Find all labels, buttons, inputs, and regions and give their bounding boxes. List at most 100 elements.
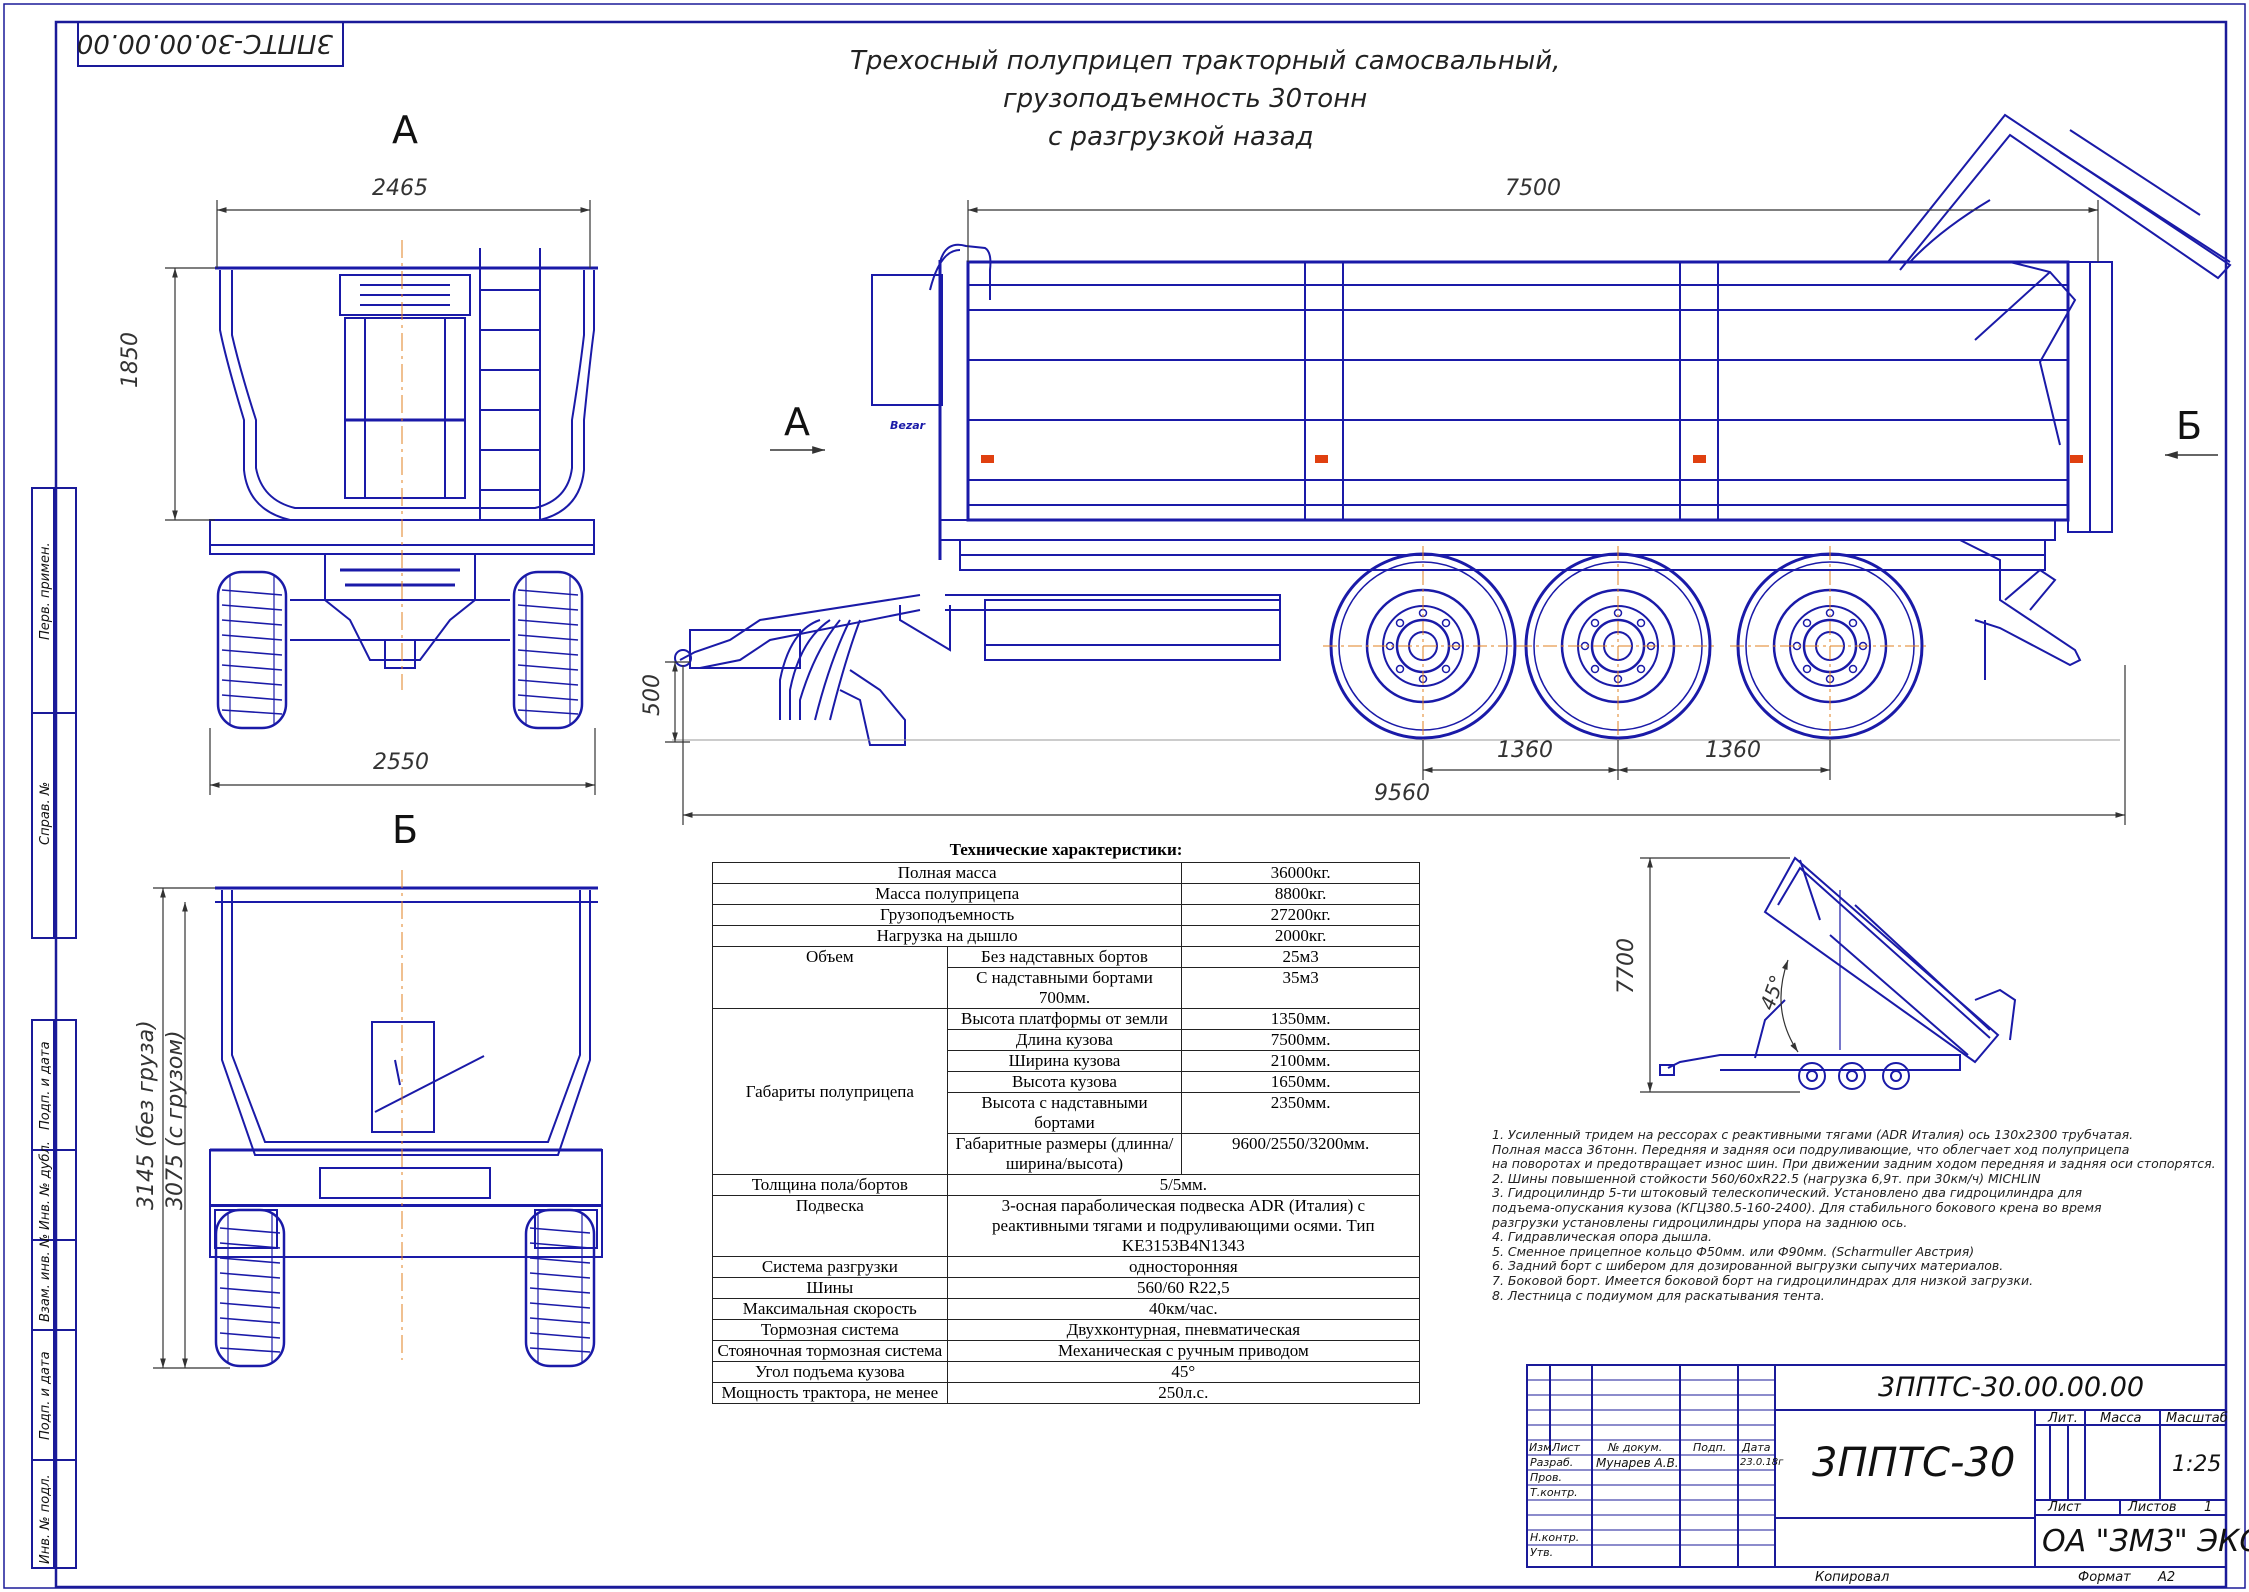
title-block-masshtab: Масштаб [2166, 1411, 2228, 1426]
title-block-lit: Лит. [2048, 1411, 2078, 1426]
dim-side-hitch-height: 500 [640, 674, 665, 716]
side-stamp-inv-dubl: Инв. № дубл. [38, 1141, 53, 1230]
stamp-code: 3ППТС-30.00.00.00 [76, 28, 333, 58]
front-dimensions [165, 200, 596, 795]
side-dimensions [665, 200, 2218, 825]
note-line: подъема-опускания кузова (КГЦ380.5-160-2… [1492, 1199, 2102, 1215]
title-block-name: 3ППТС-30 [1812, 1440, 2016, 1486]
role-utv: Утв. [1530, 1546, 1554, 1559]
note-line: 4. Гидравлическая опора дышла. [1492, 1229, 1712, 1245]
dim-side-length: 7500 [1505, 176, 1561, 201]
title-block-massa: Масса [2100, 1411, 2142, 1426]
side-stamp-podp-data-1: Подп. и дата [38, 1041, 53, 1130]
drawing-title-line-2: грузоподъемность 30тонн [1003, 84, 1368, 114]
inner-frame [54, 20, 2228, 1589]
dim-front-width-bottom: 2550 [373, 750, 429, 775]
section-arrow-b-label: Б [2176, 404, 2203, 448]
spec-table-title: Технические характеристики: [949, 840, 1183, 859]
note-line: 6. Задний борт с шибером для дозированно… [1492, 1258, 2004, 1274]
note-line: 1. Усиленный тридем на рессорах с реакти… [1492, 1127, 2134, 1142]
title-block-podp: Подп. [1693, 1441, 1727, 1454]
note-line: 8. Лестница с подиумом для раскатывания … [1492, 1287, 1825, 1303]
tipping-view [1659, 856, 2017, 1090]
drawing-title-line-1: Трехосный полуприцеп тракторный самосвал… [850, 46, 1561, 76]
dim-front-height: 1850 [118, 332, 143, 388]
side-view [672, 113, 2232, 748]
role-prov: Пров. [1530, 1471, 1562, 1484]
note-line: Полная масса 36тонн. Передняя и задняя о… [1492, 1141, 2130, 1157]
front-view [209, 240, 598, 730]
dim-rear-height-empty: 3145 (без груза) [134, 1020, 159, 1210]
view-label-rear: Б [392, 808, 419, 852]
title-block-kopiroval: Копировал [1815, 1570, 1890, 1585]
role-razrab: Разраб. [1530, 1456, 1574, 1469]
dim-tip-height: 7700 [1614, 938, 1639, 994]
side-stamp-sprav: Справ. № [38, 781, 53, 845]
dim-rear-height-loaded: 3075 (с грузом) [163, 1030, 188, 1210]
title-block-listov-value: 1 [2204, 1500, 2213, 1515]
note-line: 7. Боковой борт. Имеется боковой борт на… [1492, 1272, 2034, 1288]
title-block-format-value: А2 [2158, 1570, 2176, 1585]
role-tkontr: Т.контр. [1530, 1486, 1578, 1499]
note-line: на поворотах и предотвращает износ шин. … [1492, 1156, 2216, 1172]
rear-dimensions [153, 887, 230, 1369]
title-block-code: 3ППТС-30.00.00.00 [1878, 1372, 2145, 1403]
side-stamp-columns [31, 487, 77, 1569]
dim-front-width-top: 2465 [372, 176, 428, 201]
developer-name: Мунарев А.В. [1596, 1456, 1679, 1470]
side-stamp-vzam: Взам. инв. № [38, 1233, 53, 1322]
view-label-front: А [392, 108, 418, 152]
note-line: 5. Сменное прицепное кольцо Ф50мм. или Ф… [1492, 1243, 1975, 1259]
title-block-ndoc: № докум. [1608, 1441, 1663, 1454]
title-block-data: Дата [1742, 1441, 1771, 1454]
role-nkontr: Н.контр. [1530, 1531, 1580, 1544]
title-block-format-label: Формат [2078, 1570, 2131, 1585]
tipping-dimensions [1640, 857, 1800, 1093]
drawing-title-line-3: с разгрузкой назад [1048, 122, 1314, 152]
title-block-listov-label: Листов [2128, 1500, 2177, 1515]
side-lights [981, 455, 2083, 463]
table-row: Габаритные размеры (длинна/ширина/высота… [713, 1133, 1420, 1175]
table-row: С надставными бортами 700мм.35м3 [713, 967, 1420, 1009]
dim-axle-1: 1360 [1497, 738, 1553, 763]
title-block-scale: 1:25 [2172, 1452, 2222, 1477]
note-line: 3. Гидроцилиндр 5-ти штоковый телескопич… [1492, 1185, 2083, 1201]
stamp-code-box [77, 21, 344, 67]
side-stamp-podp-data-2: Подп. и дата [38, 1351, 53, 1440]
title-block-list-label: Лист [2048, 1500, 2081, 1515]
rear-view [209, 870, 603, 1368]
title-block-org: ОА "ЗМЗ" ЭКС.УЧ. [2042, 1524, 2249, 1559]
title-block [1526, 1364, 2227, 1568]
side-stamp-perv-primen: Перв. примен. [38, 542, 53, 640]
dim-side-total: 9560 [1374, 781, 1430, 806]
vehicle-brand: Bezar [890, 419, 926, 432]
title-block-list: Лист [1552, 1441, 1580, 1454]
developer-date: 23.0.18г [1740, 1457, 1784, 1468]
side-stamp-inv-podl: Инв. № подл. [38, 1474, 53, 1564]
dim-axle-2: 1360 [1705, 738, 1761, 763]
note-line: разгрузки установлены гидроцилиндры упор… [1492, 1214, 1908, 1230]
note-line: 2. Шины повышенной стойкости 560/60хR22.… [1492, 1170, 2041, 1186]
section-arrow-a-label: А [784, 400, 810, 444]
notes-list: 1. Усиленный тридем на рессорах с реакти… [1492, 1127, 2216, 1303]
